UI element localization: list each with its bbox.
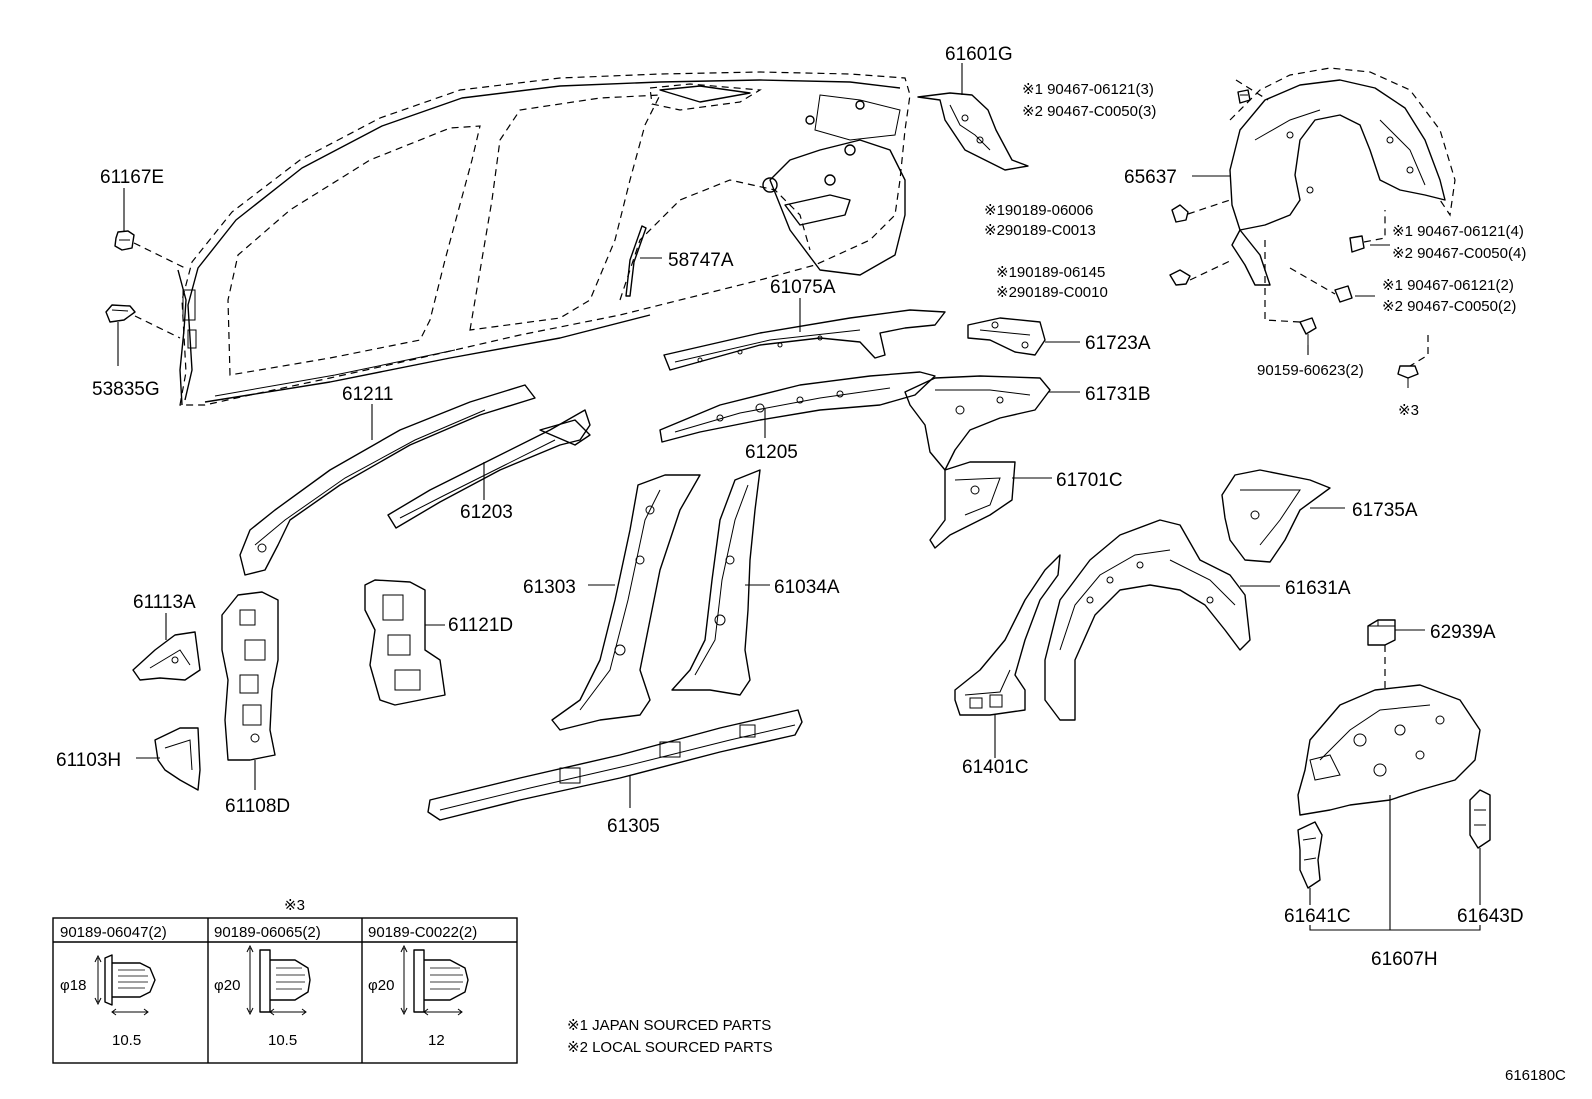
fastener-table: ※3 90189-06047(2) φ18 10.5 90189-06065(2…: [52, 897, 518, 1064]
label-61631A: 61631A: [1285, 578, 1351, 599]
label-61167E: 61167E: [100, 167, 164, 188]
part-labels: 61601G 61167E 53835G 58747A 61075A 61723…: [56, 44, 1526, 970]
label-61103H: 61103H: [56, 750, 121, 771]
fastener-2-icon: [246, 944, 311, 1016]
clip-mark3[interactable]: [1397, 335, 1429, 388]
clip-90467-top[interactable]: [1235, 79, 1269, 104]
part-61103H-bracket[interactable]: [136, 727, 201, 791]
part-61203-rail[interactable]: [387, 409, 591, 529]
part-61303-center-pillar-outer[interactable]: [551, 474, 701, 731]
part-61601G-bracket[interactable]: [917, 63, 1029, 171]
clip-90189-06006[interactable]: [1171, 199, 1231, 223]
label-61731B: 61731B: [1085, 384, 1151, 405]
part-61305-rocker[interactable]: [427, 709, 803, 821]
label-61701C: 61701C: [1056, 470, 1123, 491]
part-61731B-bracket[interactable]: [904, 375, 1080, 471]
part-61401C-extension[interactable]: [954, 554, 1061, 758]
label-61643D: 61643D: [1457, 906, 1524, 927]
table-col1-length: 10.5: [112, 1032, 141, 1049]
label-62939A: 62939A: [1430, 622, 1496, 643]
diagram-id: 616180C: [1505, 1067, 1566, 1084]
table-col3-diameter: φ20: [368, 977, 394, 994]
label-a1: ※1 90467-06121(3): [1022, 81, 1154, 98]
table-col2-length: 10.5: [268, 1032, 297, 1049]
table-col3-part: 90189-C0022(2): [368, 924, 477, 941]
label-e1: ※1 90467-06121(2): [1382, 277, 1514, 294]
label-a2: ※2 90467-C0050(3): [1022, 103, 1156, 120]
clip-90467-right[interactable]: [1349, 210, 1386, 253]
part-61735A-bracket[interactable]: [1221, 469, 1345, 563]
part-53835G-bracket[interactable]: [105, 304, 181, 366]
label-61113A: 61113A: [133, 592, 196, 613]
label-90159: 90159-60623(2): [1257, 362, 1364, 379]
label-61211: 61211: [342, 384, 393, 405]
label-c1: ※190189-06145: [996, 264, 1105, 281]
label-d2: ※2 90467-C0050(4): [1392, 245, 1526, 262]
label-61203: 61203: [460, 502, 513, 523]
part-61643D-bracket[interactable]: [1469, 789, 1491, 905]
part-61631A-wheelhouse[interactable]: [1044, 519, 1280, 721]
note-local-sourced: ※2 LOCAL SOURCED PARTS: [567, 1039, 773, 1056]
clip-90467-lower[interactable]: [1289, 267, 1353, 303]
leader-61607H: [1309, 925, 1481, 931]
table-note-mark: ※3: [284, 897, 305, 914]
table-col1-diameter: φ18: [60, 977, 86, 994]
part-62939A-block[interactable]: [1367, 619, 1425, 690]
label-61735A: 61735A: [1352, 500, 1418, 521]
part-61701C-bracket[interactable]: [929, 461, 1052, 549]
table-col2-part: 90189-06065(2): [214, 924, 321, 941]
label-d1: ※1 90467-06121(4): [1392, 223, 1524, 240]
label-61607H: 61607H: [1371, 949, 1438, 970]
part-65637-fender-liner[interactable]: [1192, 67, 1456, 286]
part-61121D-pillar-reinforcement[interactable]: [364, 579, 446, 706]
part-61641C-bracket[interactable]: [1297, 821, 1323, 905]
label-61305: 61305: [607, 816, 660, 837]
label-61108D: 61108D: [225, 796, 290, 817]
fastener-1-icon: [94, 954, 156, 1016]
label-53835G: 53835G: [92, 379, 160, 400]
label-mark3: ※3: [1398, 402, 1419, 419]
label-61401C: 61401C: [962, 757, 1029, 778]
label-b2: ※290189-C0013: [984, 222, 1096, 239]
part-61211-roof-rail[interactable]: [239, 384, 536, 576]
table-col1-part: 90189-06047(2): [60, 924, 167, 941]
part-61205-rail[interactable]: [659, 371, 936, 443]
label-61601G: 61601G: [945, 44, 1013, 65]
part-61723A-bracket[interactable]: [967, 317, 1080, 356]
part-61113A-bracket[interactable]: [132, 613, 201, 681]
label-65637: 65637: [1124, 167, 1177, 188]
label-61723A: 61723A: [1085, 333, 1151, 354]
part-61075A-rail[interactable]: [663, 298, 946, 371]
label-58747A: 58747A: [668, 250, 734, 271]
part-58747A-strip[interactable]: [625, 225, 662, 297]
table-col3-length: 12: [428, 1032, 445, 1049]
label-61641C: 61641C: [1284, 906, 1351, 927]
note-japan-sourced: ※1 JAPAN SOURCED PARTS: [567, 1017, 771, 1034]
body-side-outer-panel[interactable]: [177, 71, 911, 406]
label-61121D: 61121D: [448, 615, 513, 636]
label-61205: 61205: [745, 442, 798, 463]
label-61034A: 61034A: [774, 577, 840, 598]
label-61075A: 61075A: [770, 277, 836, 298]
part-61108D-center-pillar-inner[interactable]: [221, 591, 279, 790]
label-c2: ※290189-C0010: [996, 284, 1108, 301]
fastener-3-icon: [400, 944, 469, 1016]
part-61607H-quarter-inner[interactable]: [1297, 684, 1481, 930]
label-61303: 61303: [523, 577, 576, 598]
label-b1: ※190189-06006: [984, 202, 1093, 219]
part-61034A-center-pillar[interactable]: [671, 469, 770, 696]
part-61167E-clip[interactable]: [114, 188, 186, 269]
label-e2: ※2 90467-C0050(2): [1382, 298, 1516, 315]
table-col2-diameter: φ20: [214, 977, 240, 994]
clip-90159-60623[interactable]: [1264, 240, 1317, 355]
clip-90189-06145[interactable]: [1169, 259, 1233, 286]
